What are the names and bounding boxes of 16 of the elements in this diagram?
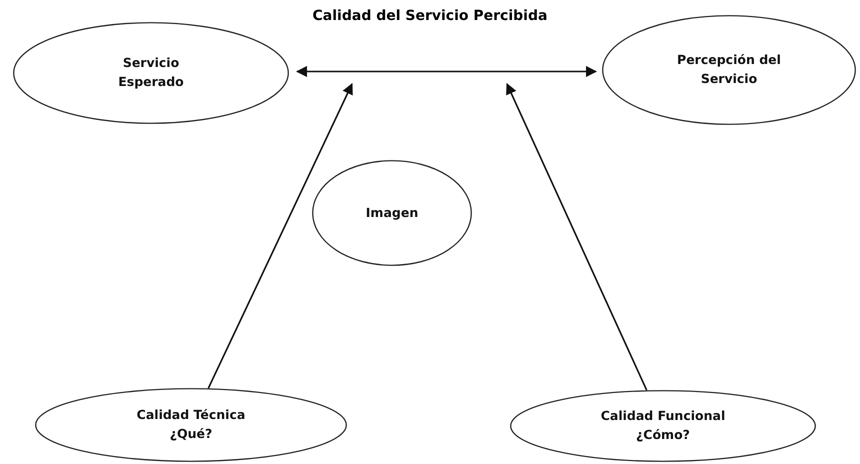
arrow — [208, 82, 353, 389]
node-label: Servicio Esperado — [117, 54, 185, 91]
ellipse-node — [602, 15, 856, 125]
ellipse-node — [35, 388, 347, 462]
node-label: Percepción del Servicio — [676, 51, 782, 88]
ellipse-node — [13, 22, 289, 124]
node-subtitle: ¿Qué? — [170, 425, 212, 443]
node-label: Calidad Funcional — [600, 407, 726, 426]
node-label: Calidad Técnica — [136, 406, 246, 424]
ellipse-node — [510, 390, 816, 462]
ellipse-node — [312, 160, 472, 266]
node-label: Imagen — [366, 204, 418, 222]
diagram-title: Calidad del Servicio Percibida — [312, 8, 548, 24]
arrow — [506, 82, 648, 391]
node-subtitle: ¿Cómo? — [636, 426, 690, 444]
arrow — [296, 66, 598, 78]
